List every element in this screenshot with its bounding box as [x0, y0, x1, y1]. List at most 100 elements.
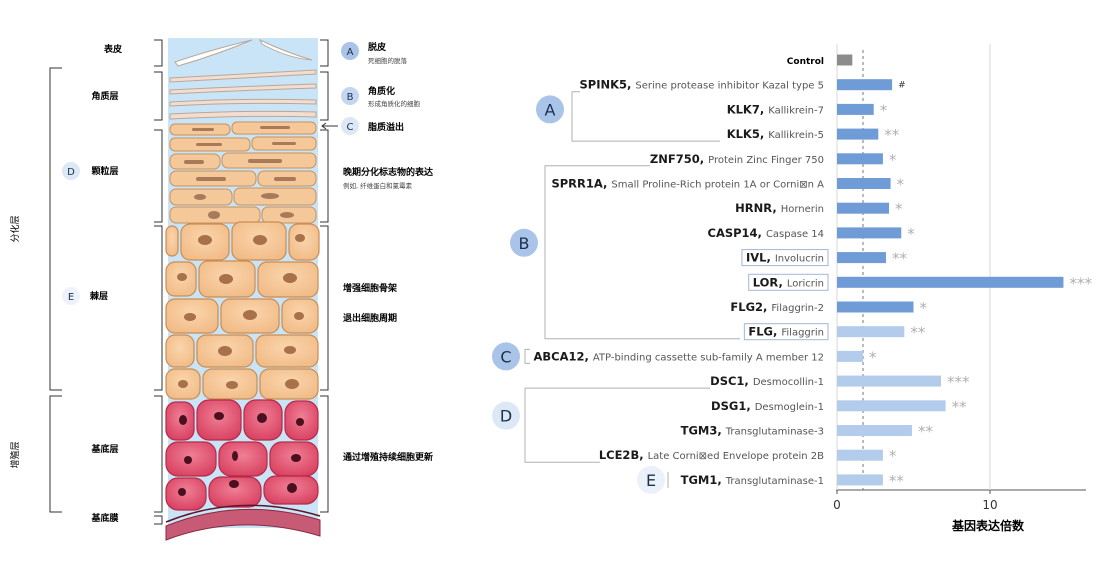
gene-symbol: SPINK5,	[580, 78, 636, 92]
x-tick-label: 0	[833, 498, 841, 512]
gene-symbol: FLG2,	[730, 300, 771, 314]
annotation-badge-b	[341, 87, 359, 105]
gene-symbol: IVL,	[746, 251, 775, 265]
significance-label: **	[952, 398, 968, 416]
significance-label: **	[918, 423, 934, 441]
bar	[837, 202, 890, 214]
annotation-badge-a-label: A	[347, 47, 354, 58]
bar-row: #SPINK5, Serine protease inhibitor Kazal…	[580, 78, 906, 92]
gene-label: ABCA12, ATP-binding cassette sub-family …	[533, 349, 824, 363]
bar	[837, 326, 905, 338]
significance-label: *	[895, 200, 903, 218]
process-annotations: A 脱皮 死细胞的脱落 B 角质化 形成角质化的细胞 C 脂质溢出 晚期分化标志…	[341, 41, 433, 463]
gene-description: Desmoglein-1	[755, 402, 824, 413]
basal-layer-cells	[165, 399, 319, 511]
side-group-label-differentiation: 分化层	[9, 215, 21, 242]
corneum-flakes	[169, 38, 317, 120]
bar-row: * LCE2B, Late Corni⊠ed Envelope protein 2…	[599, 447, 897, 465]
bar	[837, 400, 946, 412]
gene-label: ZNF750, Protein Zinc Finger 750	[650, 152, 824, 166]
bar-row: ** FLG, Filaggrin	[743, 323, 926, 342]
group-brackets	[524, 91, 740, 488]
bar	[837, 375, 942, 387]
bar-row: * ABCA12, ATP-binding cassette sub-family…	[533, 348, 877, 366]
significance-label: *	[869, 348, 877, 366]
gene-description: Kallikrein-7	[768, 105, 824, 116]
gene-label: KLK7, Kallikrein-7	[727, 102, 824, 116]
bar-row: **KLK5, Kallikrein-5	[727, 126, 900, 144]
bar	[837, 79, 893, 91]
annotation-subtitle-shedding: 死细胞的脱落	[368, 56, 408, 65]
basement-membrane	[165, 508, 321, 541]
significance-label: *	[889, 447, 897, 465]
gene-symbol: LCE2B,	[599, 448, 648, 462]
group-bracket	[524, 348, 530, 364]
side-group-label-proliferation: 增殖层	[9, 441, 21, 468]
bar	[837, 54, 853, 66]
group-badge-label: E	[646, 471, 656, 490]
layer-label-granular: 颗粒层	[91, 165, 118, 177]
annotation-title-lipid: 脂质溢出	[367, 121, 404, 133]
gene-description: Transglutaminase-1	[725, 476, 824, 487]
gene-symbol: TGM1,	[681, 473, 726, 487]
group-badge	[536, 95, 564, 124]
group-bracket	[544, 165, 740, 340]
annotation-title-cell-cycle-exit: 退出细胞周期	[343, 312, 397, 324]
annotation-subtitle-keratinization: 形成角质化的细胞	[368, 99, 421, 108]
gene-description: Loricrin	[787, 278, 824, 289]
bar-row: *SPRR1A, Small Proline-Rich protein 1A o…	[551, 176, 904, 194]
gene-symbol: ZNF750,	[650, 152, 708, 166]
gene-description: Desmocollin-1	[753, 377, 824, 388]
bar-row: ***LOR, Loricrin	[748, 273, 1092, 292]
significance-label: **	[892, 250, 908, 268]
x-axis-label: 基因表达倍数	[951, 518, 1025, 533]
bar-row: *CASP14, Caspase 14	[708, 225, 916, 243]
gene-description: Protein Zinc Finger 750	[708, 155, 824, 166]
gene-description: Late Corni⊠ed Envelope protein 2B	[648, 451, 825, 462]
layer-label-spinous: 棘层	[89, 290, 108, 302]
layer-badge-e-label: E	[68, 292, 74, 303]
significance-label: ***	[1069, 274, 1092, 292]
annotation-badge-c-label: C	[347, 122, 354, 133]
annotation-title-shedding: 脱皮	[368, 41, 387, 53]
significance-label: *	[897, 176, 905, 194]
significance-label: ***	[947, 373, 970, 391]
annotation-title-renewal: 通过增殖持续细胞更新	[343, 451, 433, 463]
annotation-subtitle-late-markers: 例如, 纤维蛋白和氯霉素	[343, 181, 413, 190]
gene-label: KLK5, Kallikrein-5	[727, 127, 824, 141]
spinous-layer-cells	[165, 221, 320, 400]
group-badge-label: A	[545, 100, 556, 119]
granular-layer-cells	[169, 121, 317, 224]
bar	[837, 153, 883, 165]
gene-label: IVL, Involucrin	[746, 251, 824, 265]
significance-label: **	[889, 472, 905, 490]
significance-label: **	[910, 324, 926, 342]
significance-label: *	[880, 101, 888, 119]
group-badge	[510, 228, 538, 257]
layer-label-basal: 基底层	[90, 443, 118, 455]
gene-description: Involucrin	[775, 254, 824, 265]
annotation-badge-a	[341, 42, 359, 60]
layer-brackets	[49, 39, 338, 525]
gene-description: Caspase 14	[766, 229, 824, 240]
group-badge	[637, 465, 665, 494]
bar-row: * KLK7, Kallikrein-7	[727, 101, 888, 119]
bar-row: * HRNR, Hornerin	[735, 200, 903, 218]
gene-description: Small Proline-Rich protein 1A or Corni⊠n…	[611, 180, 824, 191]
gene-symbol: DSC1,	[710, 374, 753, 388]
gene-label: DSG1, Desmoglein-1	[711, 399, 824, 413]
layer-label-epidermis: 表皮	[103, 43, 123, 55]
bar-row: **TGM3, Transglutaminase-3	[681, 423, 934, 441]
annotation-title-cytoskeleton: 增强细胞骨架	[343, 282, 397, 294]
bar-rows: Control#SPINK5, Serine protease inhibito…	[533, 54, 1092, 490]
significance-label: *	[907, 225, 915, 243]
gene-label: FLG2, Filaggrin-2	[730, 300, 824, 314]
gene-symbol: DSG1,	[711, 399, 755, 413]
gene-label: LCE2B, Late Corni⊠ed Envelope protein 2B	[599, 448, 824, 462]
gene-label: FLG, Filaggrin	[748, 325, 824, 339]
gene-label: HRNR, Hornerin	[735, 201, 824, 215]
annotation-title-late-markers: 晚期分化标志物的表达	[343, 166, 433, 178]
